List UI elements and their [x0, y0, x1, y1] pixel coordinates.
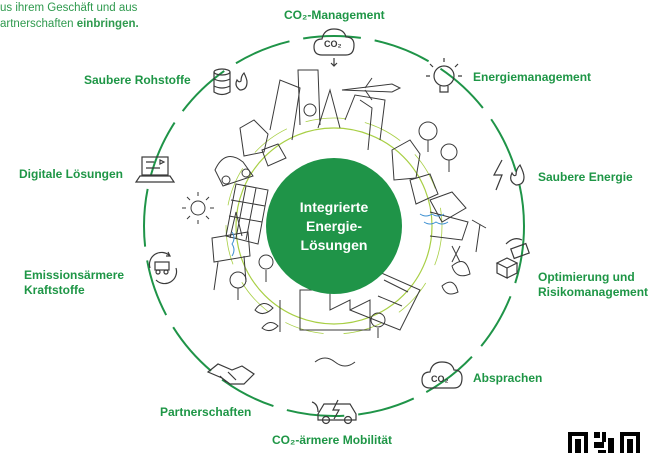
- label-co2-mobilitaet[interactable]: CO₂-ärmere Mobilität: [272, 433, 393, 447]
- barrel-flame-icon: [213, 68, 248, 96]
- center-line-1: Integrierte: [299, 198, 369, 215]
- intro-bold-word: einbringen.: [76, 18, 139, 30]
- inner-ring-dashed: [225, 117, 443, 335]
- qr-code-icon: [568, 432, 640, 453]
- label-emissions-line-1: Emissionsärmere: [24, 268, 125, 282]
- handshake-icon: [206, 363, 255, 385]
- center-title: Integrierte Energie- Lösungen: [300, 198, 368, 255]
- label-emissionsaermere-kraftstoffe[interactable]: Emissionsärmere Kraftstoffe: [24, 268, 124, 298]
- label-energiemanagement[interactable]: Energiemanagement: [473, 70, 592, 84]
- label-digitale-loesungen[interactable]: Digitale Lösungen: [19, 167, 124, 181]
- label-optimierung-line-2: Risikomanagement: [538, 285, 649, 299]
- label-co2-management[interactable]: CO₂-Management: [284, 8, 385, 22]
- center-line-3: Lösungen: [300, 236, 368, 253]
- cloud-co2-text-bottom: CO₂: [431, 374, 449, 384]
- cloud-co2-down-icon: [421, 361, 463, 389]
- coin-stack-icon: [495, 238, 530, 279]
- cloud-co2-text-top: CO₂: [324, 39, 342, 49]
- center-circle[interactable]: Integrierte Energie- Lösungen: [266, 158, 402, 294]
- electric-car-icon: [311, 399, 357, 425]
- intro-text: us ihrem Geschäft und aus artnerschaften…: [0, 0, 139, 32]
- city-sketch: [182, 69, 487, 367]
- inner-ring: [235, 127, 433, 325]
- water-accents: [231, 213, 449, 257]
- label-absprachen[interactable]: Absprachen: [473, 371, 543, 385]
- label-saubere-energie[interactable]: Saubere Energie: [538, 170, 633, 184]
- fuel-cycle-icon: [148, 251, 178, 285]
- lightbulb-icon: [426, 58, 462, 93]
- center-line-2: Energie-: [305, 217, 362, 234]
- label-partnerschaften[interactable]: Partnerschaften: [160, 405, 252, 419]
- label-optimierung-line-1: Optimierung und: [538, 270, 635, 284]
- intro-line-2: artnerschaften einbringen.: [0, 18, 139, 30]
- intro-line-1: us ihrem Geschäft und aus: [0, 2, 138, 14]
- laptop-icon: [134, 156, 176, 183]
- label-emissions-line-2: Kraftstoffe: [24, 283, 85, 297]
- lightning-flame-icon: [493, 159, 525, 191]
- label-optimierung[interactable]: Optimierung und Risikomanagement: [538, 270, 648, 300]
- outer-ring: [143, 35, 525, 417]
- cloud-co2-icon: [313, 28, 355, 67]
- label-saubere-rohstoffe[interactable]: Saubere Rohstoffe: [84, 73, 191, 87]
